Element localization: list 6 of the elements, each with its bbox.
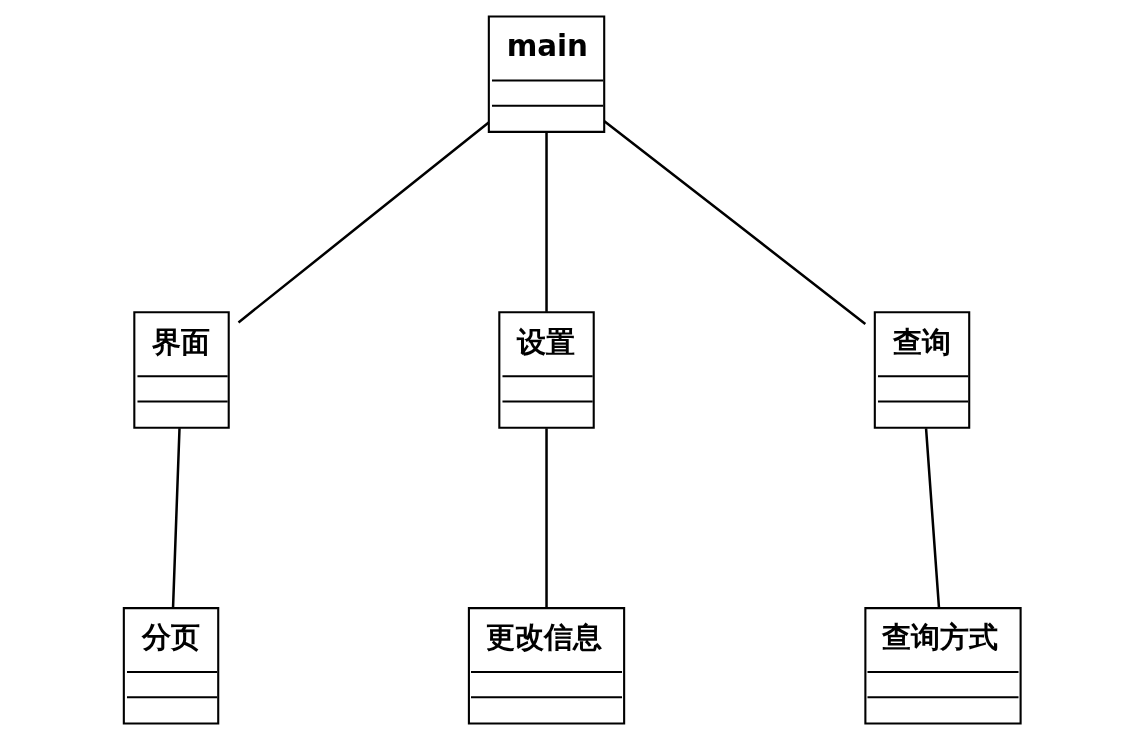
connector <box>924 428 940 608</box>
connector <box>544 132 548 312</box>
connector <box>237 121 489 324</box>
connector <box>603 120 866 325</box>
connector <box>171 428 181 608</box>
connector <box>544 428 548 608</box>
